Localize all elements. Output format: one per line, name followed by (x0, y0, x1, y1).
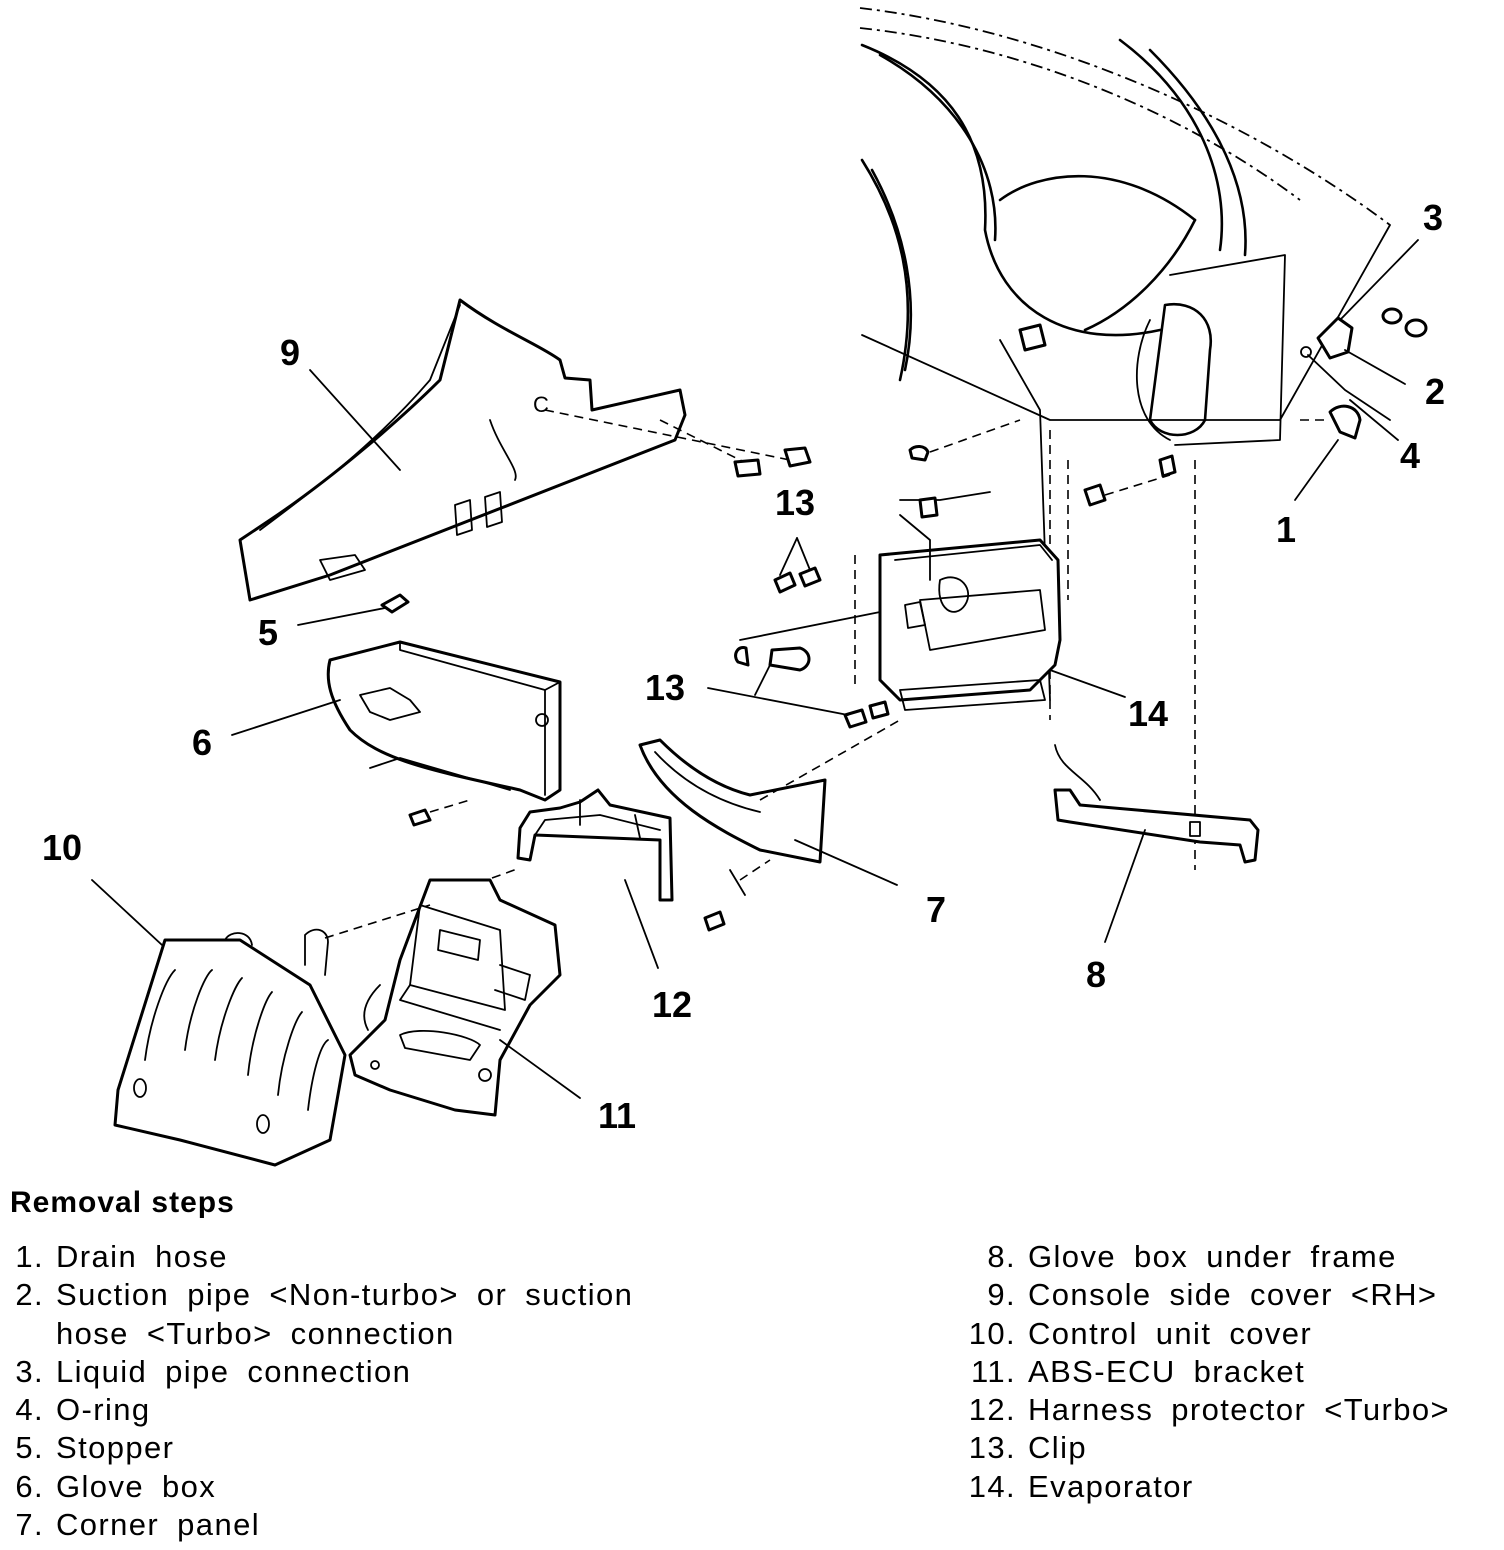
callout-11: 11 (598, 1095, 636, 1136)
list-item: 7. Corner panel (10, 1506, 730, 1544)
step-number: 3. (15, 1353, 44, 1389)
glove-box-under-frame (1053, 744, 1260, 864)
list-item: 9. Console side cover <RH> (962, 1276, 1502, 1314)
step-text: ABS-ECU bracket (1028, 1353, 1306, 1389)
step-text: hose <Turbo> connection (56, 1315, 455, 1351)
step-number: 2. (15, 1277, 44, 1313)
callout-1: 1 (1276, 509, 1296, 550)
corner-panel (638, 719, 901, 932)
step-text: Console side cover <RH> (1028, 1277, 1438, 1313)
step-text: Evaporator (1028, 1468, 1194, 1504)
step-text: Glove box (56, 1468, 217, 1504)
abs-ecu-bracket (348, 878, 562, 1117)
step-number (10, 1315, 44, 1353)
leader-lines (91, 239, 1419, 1099)
callout-3: 3 (1423, 197, 1443, 238)
control-unit-cover (113, 867, 521, 1167)
list-item: 10. Control unit cover (962, 1315, 1502, 1353)
legend-title: Removal steps (10, 1186, 235, 1219)
list-item: 4. O-ring (10, 1391, 730, 1429)
evaporator (734, 323, 1177, 711)
removal-steps-legend: Removal steps 1. Drain hose 2. Suction pip… (0, 1180, 1504, 1550)
step-number: 12. (968, 1392, 1016, 1428)
step-text: Corner panel (56, 1507, 261, 1543)
step-number: 14. (968, 1468, 1016, 1504)
list-item: 14. Evaporator (962, 1468, 1502, 1506)
callout-10: 10 (42, 827, 82, 868)
list-item: 1. Drain hose (10, 1238, 730, 1276)
exploded-parts-diagram: C (42, 7, 1445, 1167)
list-item: hose <Turbo> connection (10, 1315, 730, 1353)
callout-4: 4 (1400, 435, 1420, 476)
callout-14: 14 (1128, 693, 1168, 734)
step-text: O-ring (56, 1392, 151, 1428)
callout-12: 12 (652, 984, 692, 1025)
callout-13-lower: 13 (645, 667, 685, 708)
console-side-cover: C (238, 298, 812, 602)
harness-protector (516, 788, 674, 902)
glove-box (326, 640, 562, 827)
step-text: Stopper (56, 1430, 175, 1466)
step-number: 10. (968, 1315, 1016, 1351)
list-item: 13. Clip (962, 1429, 1502, 1467)
clips-upper (773, 537, 822, 594)
list-item: 8. Glove box under frame (962, 1238, 1502, 1276)
callout-6: 6 (192, 722, 212, 763)
legend-left-column: 1. Drain hose 2. Suction pipe <Non-turbo> … (10, 1238, 730, 1544)
step-number: 8. (987, 1239, 1016, 1274)
step-text: Drain hose (56, 1239, 228, 1274)
svg-text:C: C (533, 392, 549, 417)
clips-lower (843, 700, 890, 729)
step-number: 6. (15, 1468, 44, 1504)
pipe-connections (1300, 307, 1428, 440)
step-text: Glove box under frame (1028, 1239, 1397, 1274)
list-item: 6. Glove box (10, 1468, 730, 1506)
step-number: 1. (15, 1239, 44, 1274)
step-number: 5. (15, 1430, 44, 1466)
callout-9: 9 (280, 332, 300, 373)
callout-5: 5 (258, 612, 278, 653)
callout-labels: 1 2 3 4 5 6 7 8 9 10 11 12 13 13 14 (42, 197, 1445, 1136)
dashboard-firewall-outline (859, 7, 1391, 870)
list-item: 2. Suction pipe <Non-turbo> or suction (10, 1276, 730, 1314)
step-number: 11. (971, 1353, 1016, 1389)
step-text: Harness protector <Turbo> (1028, 1392, 1451, 1428)
step-text: Liquid pipe connection (56, 1353, 412, 1389)
list-item: 5. Stopper (10, 1429, 730, 1467)
stopper (380, 593, 410, 614)
step-text: Suction pipe <Non-turbo> or suction (56, 1277, 634, 1313)
callout-7: 7 (926, 889, 946, 930)
callout-2: 2 (1425, 371, 1445, 412)
list-item: 3. Liquid pipe connection (10, 1353, 730, 1391)
callout-8: 8 (1086, 954, 1106, 995)
step-number: 13. (968, 1430, 1016, 1466)
step-number: 9. (987, 1277, 1016, 1313)
callout-13-upper: 13 (775, 482, 815, 523)
legend-right-column: 8. Glove box under frame 9. Console side c… (962, 1238, 1502, 1506)
step-text: Control unit cover (1028, 1315, 1313, 1351)
step-number: 4. (15, 1392, 44, 1428)
list-item: 12. Harness protector <Turbo> (962, 1391, 1502, 1429)
step-number: 7. (15, 1507, 44, 1543)
step-text: Clip (1028, 1430, 1088, 1466)
list-item: 11. ABS-ECU bracket (962, 1353, 1502, 1391)
